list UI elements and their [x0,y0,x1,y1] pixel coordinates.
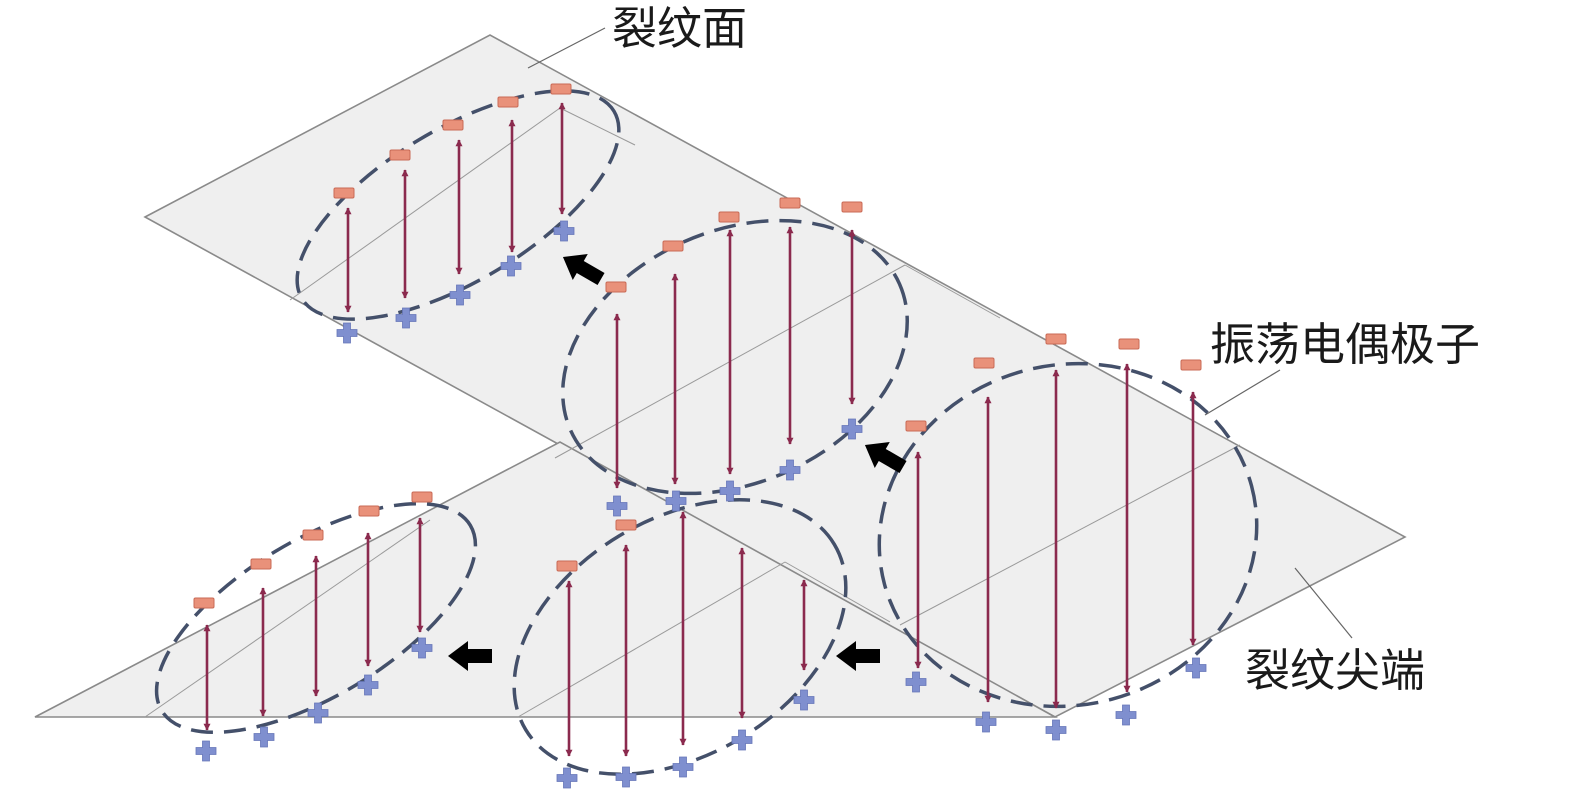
positive-charge-icon [1185,657,1207,679]
plane-guide-line [899,444,1241,626]
positive-charge-icon [606,495,628,517]
positive-charge-icon [556,767,578,789]
negative-charge-icon [497,96,519,108]
positive-charge-icon [411,637,433,659]
positive-charge-icon [672,756,694,778]
positive-charge-icon [500,255,522,277]
negative-charge-icon [193,597,215,609]
negative-charge-icon [1045,333,1067,345]
label-leader-line [527,27,606,69]
dipole-ellipse-1 [295,89,621,321]
motion-arrow-shape [836,641,880,671]
plane-guide-line [559,107,636,146]
positive-charge-icon [336,322,358,344]
negative-charge-icon [841,201,863,213]
negative-charge-icon [1180,359,1202,371]
positive-charge-icon [841,418,863,440]
negative-charge-icon [389,149,411,161]
negative-charge-icon [442,119,464,131]
positive-charge-icon [395,307,417,329]
positive-charge-icon [357,674,379,696]
positive-charge-icon [665,490,687,512]
motion-arrow-shape [448,641,492,671]
negative-charge-icon [615,519,637,531]
positive-charge-icon [615,766,637,788]
label-crack-tip: 裂纹尖端 [1245,644,1426,697]
negative-charge-icon [250,558,272,570]
plane-guide-line [904,264,1001,319]
positive-charge-icon [731,729,753,751]
negative-charge-icon [605,281,627,293]
positive-charge-icon [1115,704,1137,726]
positive-charge-icon [553,220,575,242]
positive-charge-icon [307,702,329,724]
positive-charge-icon [793,689,815,711]
negative-charge-icon [358,505,380,517]
motion-arrow-shape [562,254,605,286]
crack-plane-2 [34,441,1059,718]
negative-charge-icon [411,491,433,503]
motion-arrow-icon [562,254,605,286]
label-leader-line [1204,369,1281,416]
positive-charge-icon [975,711,997,733]
negative-charge-icon [973,357,995,369]
negative-charge-icon [779,197,801,209]
plane-guide-line [144,519,431,718]
positive-charge-icon [253,726,275,748]
negative-charge-icon [556,560,578,572]
label-leader-line [1294,567,1353,639]
motion-arrow-icon [864,442,907,474]
negative-charge-icon [302,529,324,541]
positive-charge-icon [1045,719,1067,741]
plane-guide-line [784,561,891,623]
motion-arrow-shape [864,442,907,474]
label-oscillating-dipole: 振荡电偶极子 [1210,318,1481,371]
negative-charge-icon [333,187,355,199]
positive-charge-icon [779,459,801,481]
positive-charge-icon [719,480,741,502]
dipole-ellipse-4 [154,501,478,735]
motion-arrow-icon [448,641,492,671]
dipole-ellipse-3 [877,361,1259,709]
negative-charge-icon [905,420,927,432]
positive-charge-icon [449,284,471,306]
positive-charge-icon [905,671,927,693]
negative-charge-icon [662,240,684,252]
positive-charge-icon [195,740,217,762]
label-crack-face: 裂纹面 [612,2,748,55]
negative-charge-icon [1118,338,1140,350]
negative-charge-icon [718,211,740,223]
negative-charge-icon [550,83,572,95]
motion-arrow-icon [836,641,880,671]
